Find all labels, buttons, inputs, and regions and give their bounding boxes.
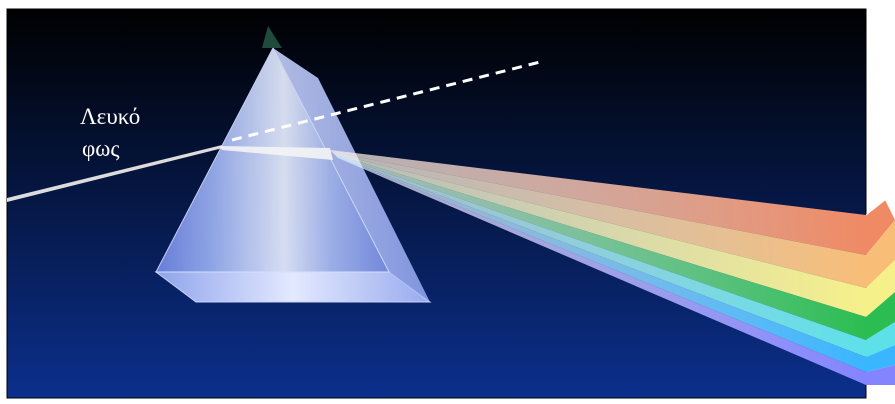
label-line-1: Λευκό [80,104,140,129]
spectrum-overflow [866,200,895,385]
prism-base-face [156,272,430,302]
label-line-2: φως [82,136,120,161]
